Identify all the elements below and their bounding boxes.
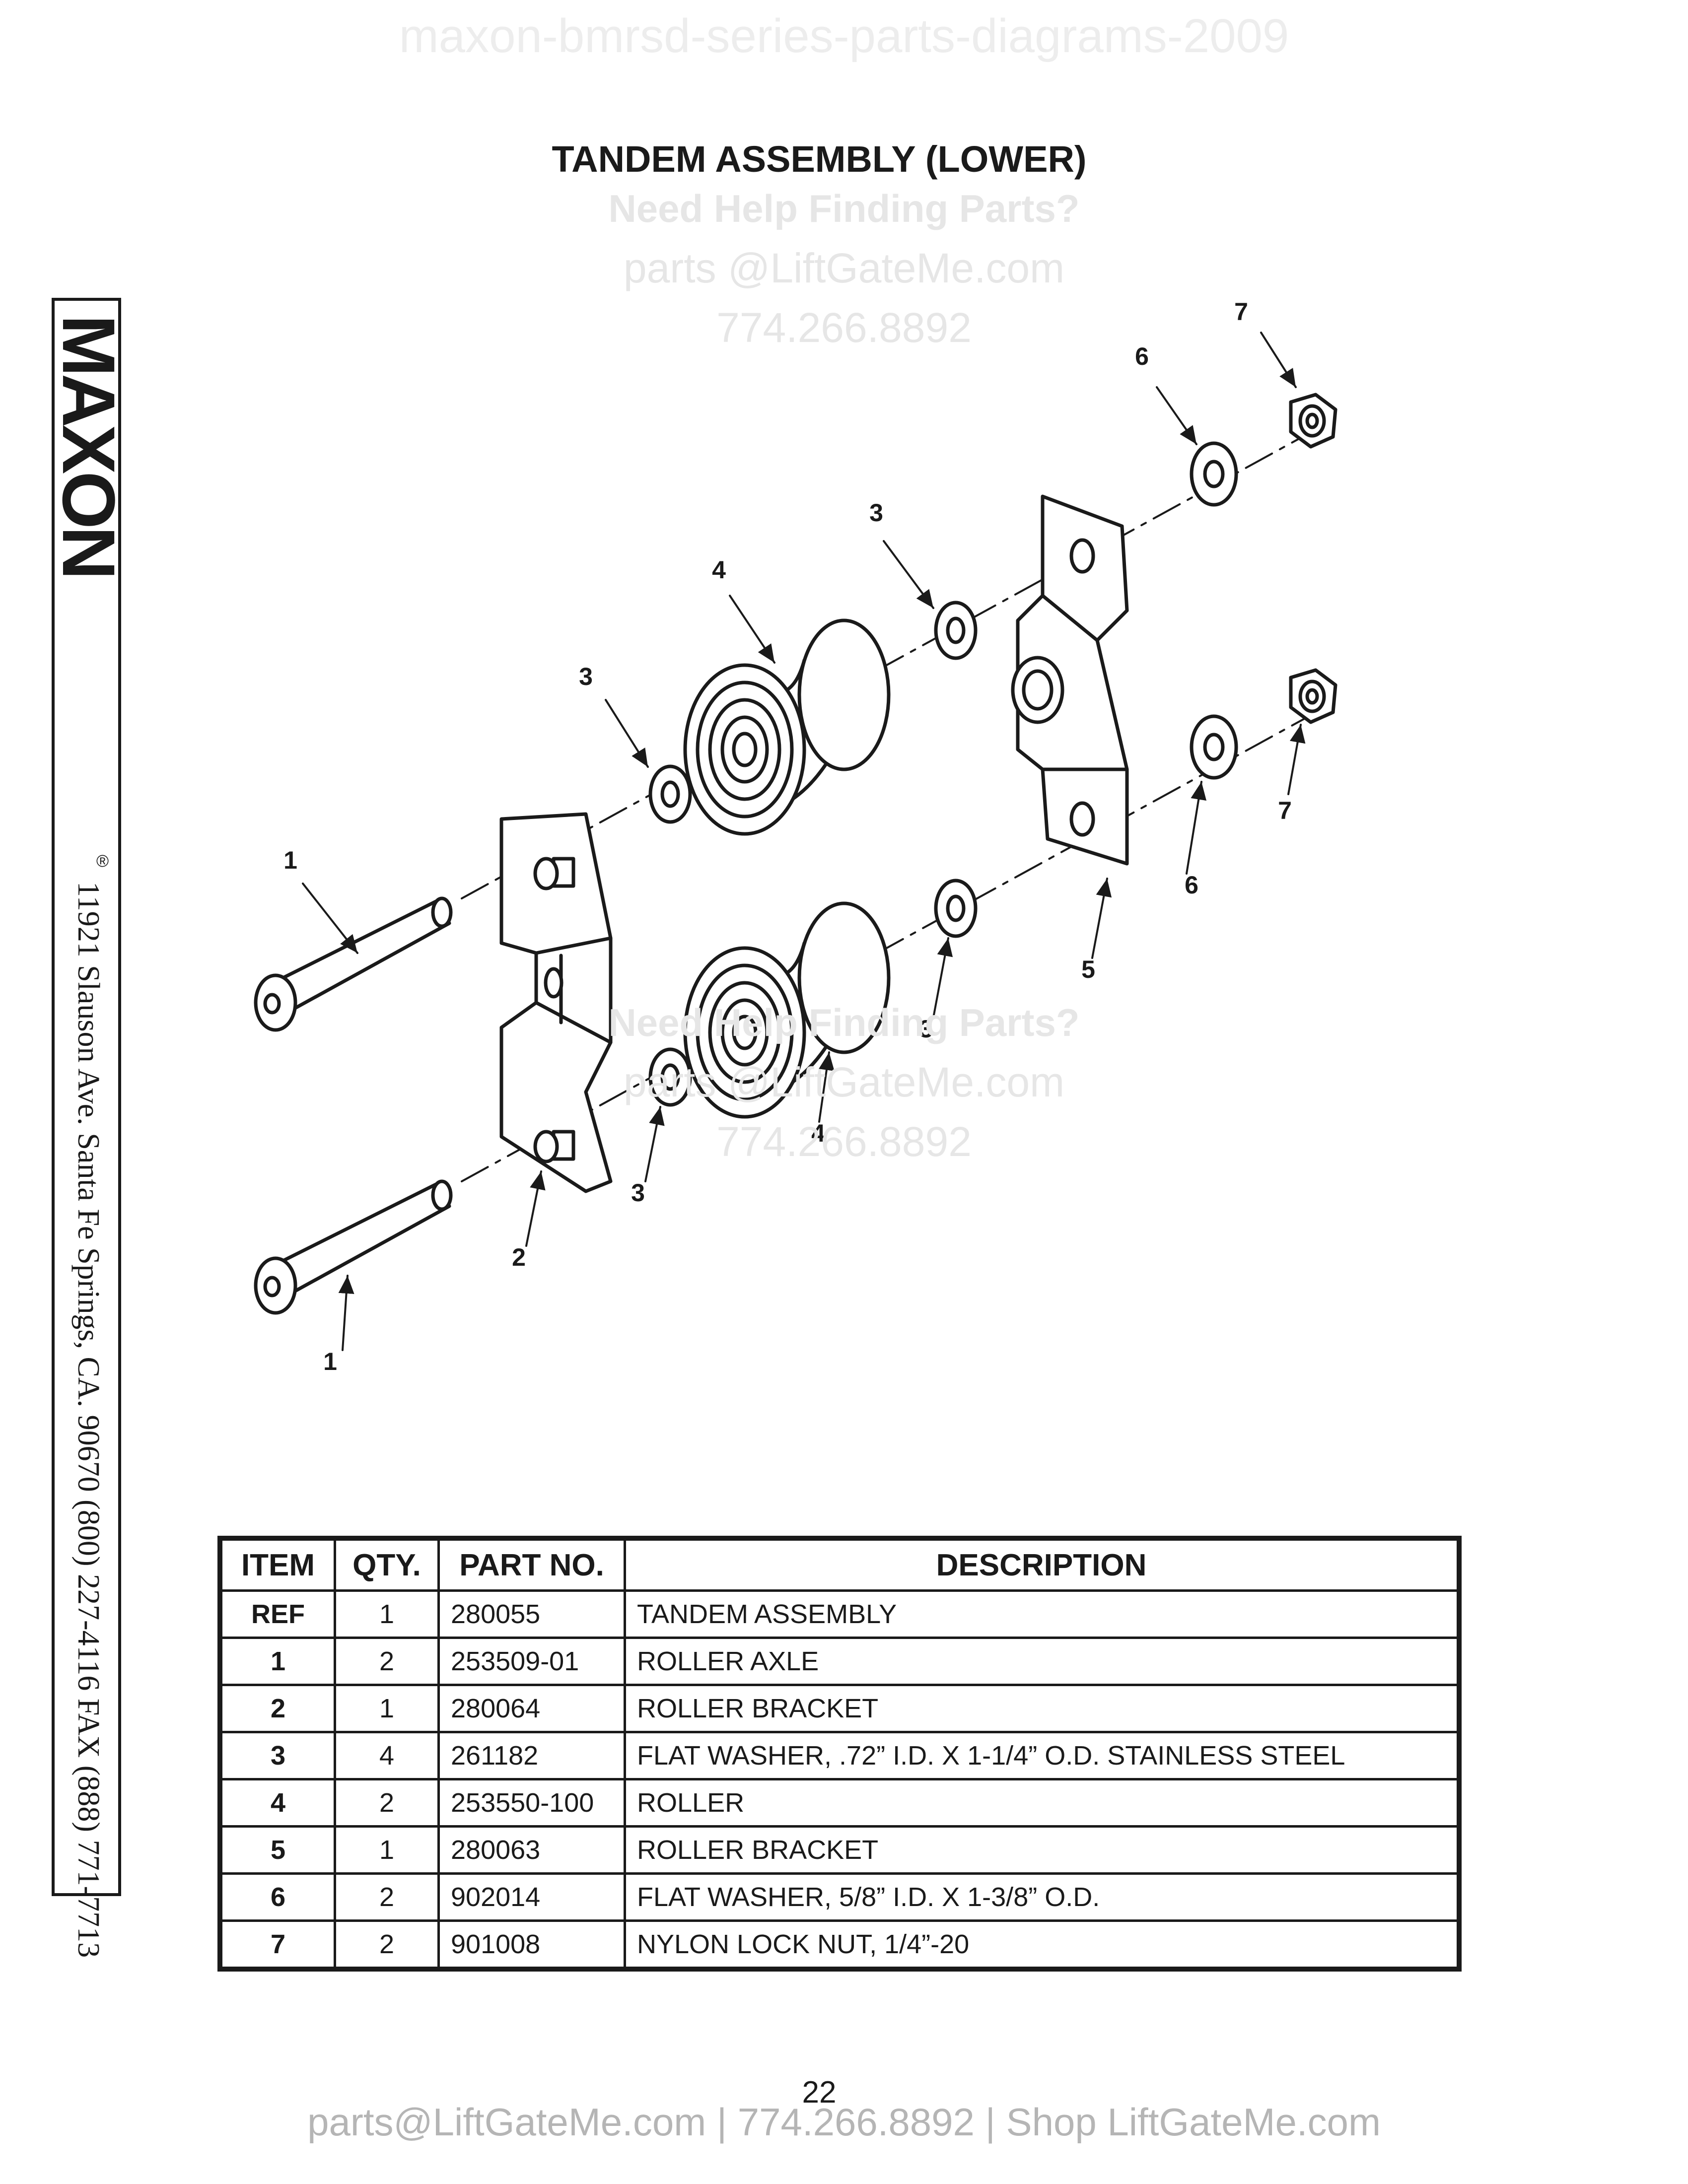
watermark-help-text: Need Help Finding Parts? bbox=[608, 187, 1080, 230]
cell-part-no: 902014 bbox=[437, 1872, 626, 1922]
flat-washer-3b bbox=[648, 1047, 692, 1107]
callout-4a: 4 bbox=[712, 556, 726, 584]
cell-qty: 1 bbox=[334, 1684, 440, 1733]
cell-description: ROLLER BRACKET bbox=[624, 1825, 1461, 1875]
callout-6a: 6 bbox=[1135, 342, 1149, 370]
cell-item: REF bbox=[218, 1589, 336, 1639]
callout-7b: 7 bbox=[1278, 797, 1292, 824]
cell-qty: 1 bbox=[334, 1589, 440, 1639]
cell-part-no: 280063 bbox=[437, 1825, 626, 1875]
table-row: REF 1 280055 TANDEM ASSEMBLY bbox=[218, 1589, 1461, 1639]
watermark-help-block-2: Need Help Finding Parts? parts @LiftGate… bbox=[546, 993, 1142, 1171]
cell-qty: 4 bbox=[334, 1731, 440, 1780]
roller-bracket-left bbox=[499, 812, 613, 1193]
cell-part-no: 280064 bbox=[437, 1684, 626, 1733]
cell-qty: 1 bbox=[334, 1825, 440, 1875]
callout-5: 5 bbox=[1081, 956, 1095, 983]
flat-washer-3c bbox=[934, 601, 978, 660]
registered-mark: ® bbox=[96, 852, 109, 871]
table-header-row: ITEM QTY. PART NO. DESCRIPTION bbox=[218, 1537, 1461, 1592]
flat-washer-3d bbox=[934, 879, 978, 938]
cell-item: 5 bbox=[218, 1825, 336, 1875]
cell-part-no: 901008 bbox=[437, 1919, 626, 1971]
callout-3b: 3 bbox=[631, 1179, 645, 1207]
cell-description: TANDEM ASSEMBLY bbox=[624, 1589, 1461, 1639]
cell-description: ROLLER AXLE bbox=[624, 1637, 1461, 1686]
watermark-email-2: parts @LiftGateMe.com bbox=[623, 1059, 1065, 1105]
axis-centerlines bbox=[461, 426, 1322, 1182]
cell-description: ROLLER bbox=[624, 1778, 1461, 1828]
callout-6b: 6 bbox=[1185, 871, 1198, 899]
cell-qty: 2 bbox=[334, 1919, 440, 1971]
header-qty: QTY. bbox=[334, 1537, 440, 1592]
nylon-lock-nut-a bbox=[1289, 393, 1337, 449]
cell-item: 3 bbox=[218, 1731, 336, 1780]
roller-lower bbox=[683, 901, 891, 1119]
roller-bracket-right bbox=[1011, 494, 1129, 866]
cell-description: FLAT WASHER, 5/8” I.D. X 1-3/8” O.D. bbox=[624, 1872, 1461, 1922]
roller-axle-upper bbox=[254, 896, 453, 1032]
cell-part-no: 261182 bbox=[437, 1731, 626, 1780]
cell-description: NYLON LOCK NUT, 1/4”-20 bbox=[624, 1919, 1461, 1971]
cell-description: ROLLER BRACKET bbox=[624, 1684, 1461, 1733]
table-row: 6 2 902014 FLAT WASHER, 5/8” I.D. X 1-3/… bbox=[218, 1872, 1461, 1922]
roller-axle-lower bbox=[254, 1179, 453, 1315]
sidebar-banner: MAXON ® 11921 Slauson Ave. Santa Fe Spri… bbox=[47, 298, 131, 1958]
cell-part-no: 253550-100 bbox=[437, 1778, 626, 1828]
table-row: 4 2 253550-100 ROLLER bbox=[218, 1778, 1461, 1828]
watermark-help-text-2: Need Help Finding Parts? bbox=[608, 1001, 1080, 1044]
company-address: 11921 Slauson Ave. Santa Fe Springs, CA.… bbox=[71, 882, 105, 1958]
lower-centerline bbox=[461, 709, 1322, 1182]
callout-4b: 4 bbox=[811, 1119, 825, 1147]
page-number: 22 bbox=[802, 2075, 837, 2110]
callout-3d: 3 bbox=[919, 1015, 933, 1043]
watermark-phone-2: 774.266.8892 bbox=[716, 1118, 972, 1165]
cell-item: 4 bbox=[218, 1778, 336, 1828]
table-row: 2 1 280064 ROLLER BRACKET bbox=[218, 1684, 1461, 1733]
page-title: TANDEM ASSEMBLY (LOWER) bbox=[552, 138, 1087, 180]
cell-item: 7 bbox=[218, 1919, 336, 1971]
cell-qty: 2 bbox=[334, 1637, 440, 1686]
callout-1b: 1 bbox=[323, 1348, 337, 1375]
callout-3c: 3 bbox=[869, 499, 883, 527]
table-row: 1 2 253509-01 ROLLER AXLE bbox=[218, 1637, 1461, 1686]
table-row: 5 1 280063 ROLLER BRACKET bbox=[218, 1825, 1461, 1875]
watermark-title: maxon-bmrsd-series-parts-diagrams-2009 bbox=[399, 9, 1289, 63]
leader-lines bbox=[302, 332, 1306, 1351]
flat-washer-6b bbox=[1190, 714, 1238, 780]
flat-washer-3a bbox=[648, 764, 692, 824]
watermark-email: parts @LiftGateMe.com bbox=[623, 245, 1065, 291]
callout-7a: 7 bbox=[1234, 298, 1248, 326]
upper-centerline bbox=[461, 426, 1322, 899]
callout-2: 2 bbox=[512, 1243, 526, 1271]
flat-washer-6a bbox=[1190, 441, 1238, 507]
header-part-no: PART NO. bbox=[437, 1537, 626, 1592]
watermark-phone: 774.266.8892 bbox=[716, 304, 972, 351]
cell-part-no: 253509-01 bbox=[437, 1637, 626, 1686]
watermark-help-block: Need Help Finding Parts? parts @LiftGate… bbox=[546, 179, 1142, 357]
nylon-lock-nut-b bbox=[1289, 668, 1337, 724]
cell-qty: 2 bbox=[334, 1778, 440, 1828]
cell-item: 2 bbox=[218, 1684, 336, 1733]
cell-qty: 2 bbox=[334, 1872, 440, 1922]
footer-contact: parts@LiftGateMe.com | 774.266.8892 | Sh… bbox=[307, 2100, 1381, 2144]
header-description: DESCRIPTION bbox=[624, 1537, 1461, 1592]
parts-table: ITEM QTY. PART NO. DESCRIPTION REF 1 280… bbox=[217, 1536, 1462, 1972]
cell-item: 6 bbox=[218, 1872, 336, 1922]
callout-1a: 1 bbox=[283, 846, 297, 874]
cell-description: FLAT WASHER, .72” I.D. X 1-1/4” O.D. STA… bbox=[624, 1731, 1461, 1780]
callout-3a: 3 bbox=[579, 663, 593, 690]
table-row: 3 4 261182 FLAT WASHER, .72” I.D. X 1-1/… bbox=[218, 1731, 1461, 1780]
cell-part-no: 280055 bbox=[437, 1589, 626, 1639]
cell-item: 1 bbox=[218, 1637, 336, 1686]
exploded-parts-diagram: 1 1 2 3 3 3 3 4 4 5 6 6 7 7 bbox=[254, 298, 1337, 1375]
roller-upper bbox=[683, 618, 891, 836]
header-item: ITEM bbox=[218, 1537, 336, 1592]
table-row: 7 2 901008 NYLON LOCK NUT, 1/4”-20 bbox=[218, 1919, 1461, 1971]
